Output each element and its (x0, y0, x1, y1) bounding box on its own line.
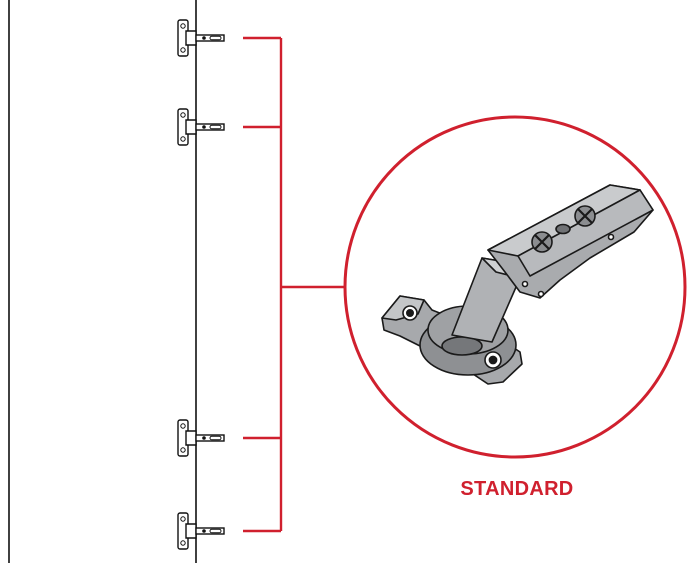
hinge-icon (177, 512, 225, 550)
hinge-icon (177, 19, 225, 57)
cabinet-door-panel (8, 0, 197, 563)
hinge-icon (177, 108, 225, 146)
concealed-cabinet-hinge-icon (381, 184, 654, 385)
door-hinges (177, 19, 225, 550)
hinge-type-caption: STANDARD (460, 478, 574, 500)
hinge-connector-bracket (243, 36, 345, 533)
hinge-icon (177, 419, 225, 457)
